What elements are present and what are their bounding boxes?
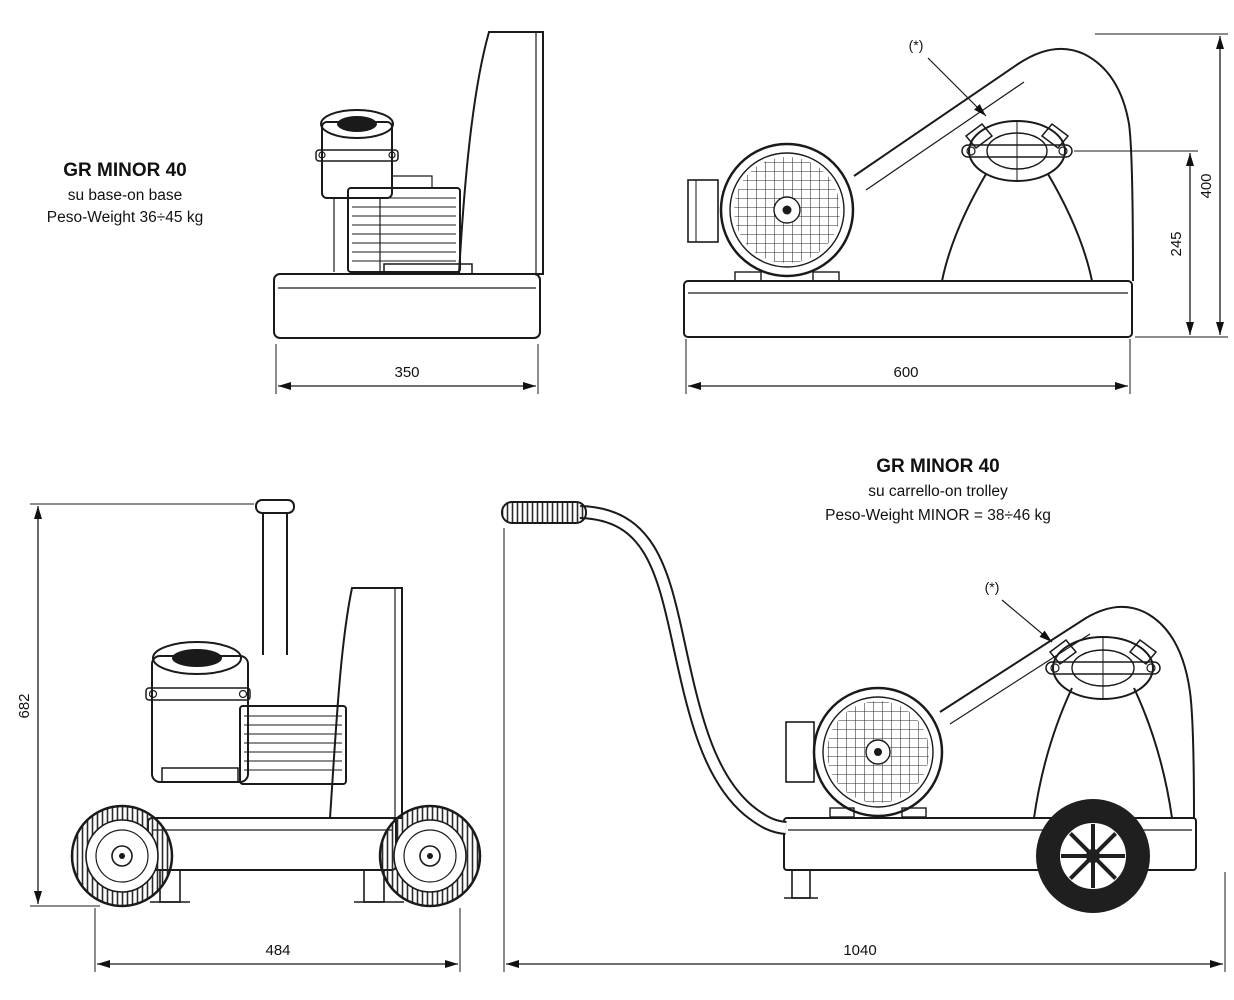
dim-trolley-length-label: 1040 [843, 942, 876, 959]
view-base-side [683, 47, 1134, 338]
dim-side-height: 400 [1095, 33, 1228, 338]
clamp-ear-right [1128, 638, 1158, 666]
base-plate [683, 280, 1133, 338]
motor-fins [352, 197, 456, 262]
motor-fan-cover [719, 142, 855, 278]
terminal-box [687, 179, 719, 243]
dim-side-length: 600 [685, 339, 1131, 394]
pump-clamp [315, 149, 399, 162]
annotation-outlet-top: (*) [909, 37, 987, 117]
base-plate [273, 273, 541, 339]
model-name-base: GR MINOR 40 [63, 160, 187, 181]
leg-front [791, 869, 811, 899]
handle-grip [501, 501, 587, 524]
handle-tube [262, 513, 288, 655]
dim-side-length-label: 600 [893, 364, 918, 381]
pump-clamp [145, 687, 251, 701]
wheel-right [378, 804, 482, 908]
terminal-box [785, 721, 815, 783]
motor-fins [244, 715, 342, 771]
model-name-trolley: GR MINOR 40 [876, 456, 1000, 477]
view-trolley-side [501, 501, 1197, 913]
pump-port [152, 641, 242, 675]
view-trolley-front [70, 499, 482, 908]
annotation-arrow [927, 57, 987, 117]
clamp-ear-left [964, 122, 994, 150]
base-plate [783, 817, 1197, 871]
wheel-left [70, 804, 174, 908]
clamp-ear-left [1048, 638, 1078, 666]
base-plate [147, 817, 397, 871]
weight-base: Peso-Weight 36÷45 kg [47, 209, 203, 226]
pump-port [320, 109, 394, 139]
belt-guard [457, 31, 544, 275]
annotation-outlet-bottom: (*) [985, 579, 1053, 643]
clamp-ear-right [1040, 122, 1070, 150]
motor-body [347, 187, 461, 273]
trolley-wheel [1036, 799, 1150, 913]
outlet-note-top-label: (*) [909, 37, 924, 53]
dim-trolley-length: 1040 [503, 528, 1226, 972]
leg-right [363, 869, 385, 903]
dim-base-width: 350 [275, 344, 539, 394]
annotation-arrow [1001, 599, 1053, 643]
dim-side-height-label: 400 [1198, 173, 1215, 198]
dim-trolley-height: 682 [16, 503, 254, 907]
dim-base-width-label: 350 [394, 364, 419, 381]
weight-trolley: Peso-Weight MINOR = 38÷46 kg [825, 507, 1051, 524]
outlet-note-bottom-label: (*) [985, 579, 1000, 595]
dim-outlet-height: 245 [1074, 150, 1198, 335]
handle-cap [255, 499, 295, 514]
pump-housing [853, 47, 1134, 282]
variant-trolley: su carrello-on trolley [868, 483, 1008, 500]
dim-trolley-front-width-label: 484 [265, 942, 290, 959]
pump-cone [940, 173, 1094, 282]
dim-trolley-height-label: 682 [16, 693, 33, 718]
motor-body [239, 705, 347, 785]
pump-housing [939, 605, 1195, 819]
title-block-base: GR MINOR 40 su base-on base Peso-Weight … [47, 160, 203, 226]
title-block-trolley: GR MINOR 40 su carrello-on trolley Peso-… [825, 456, 1051, 524]
pump-clamp-oval [1052, 636, 1154, 700]
pump-cone [1032, 687, 1174, 819]
dim-outlet-height-label: 245 [1168, 231, 1185, 256]
view-base-end [273, 31, 544, 339]
dim-trolley-front-width: 484 [94, 908, 461, 972]
variant-base: su base-on base [68, 187, 183, 204]
